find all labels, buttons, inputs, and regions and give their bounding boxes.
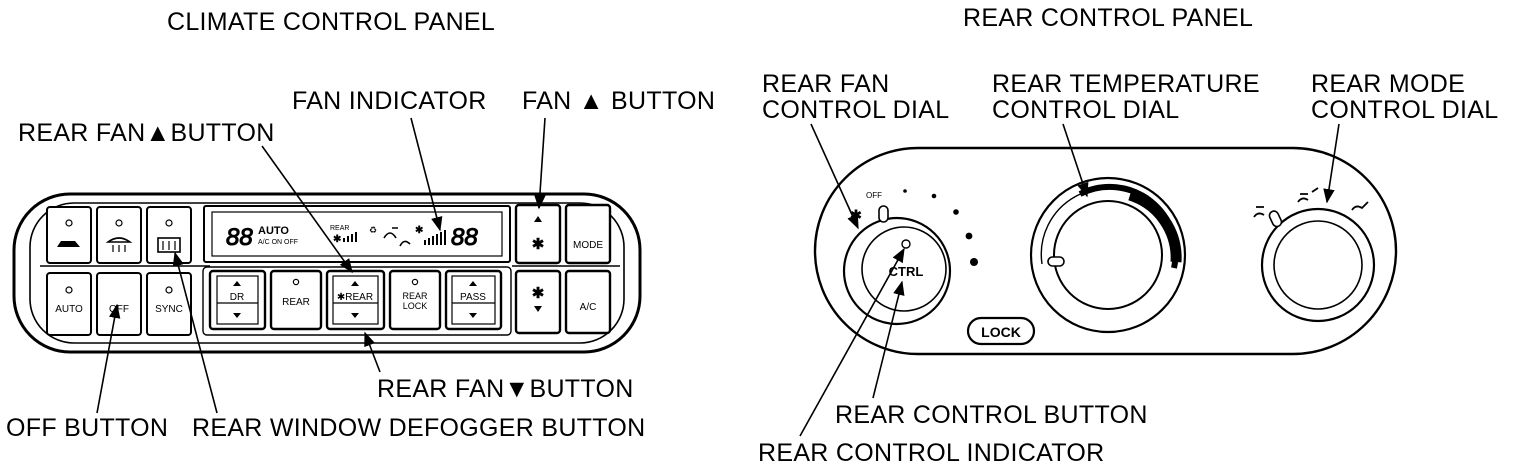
dr-label: DR (230, 292, 244, 303)
vent-mode-button[interactable] (46, 206, 92, 264)
rear-fan-down-arrow-icon (351, 313, 359, 318)
lcd-rear: REAR (330, 225, 349, 232)
rear-temp-dial-label: REAR TEMPERATURE CONTROL DIAL (992, 70, 1260, 124)
rear-fan-down-button-label: REAR FAN▼BUTTON (377, 375, 634, 403)
climate-control-panel: AUTO OFF SYNC 88 AUTO A/C ON OFF REAR ✱ (12, 192, 642, 354)
front-defrost-button[interactable] (96, 206, 142, 264)
fan-dial-off-label: OFF (866, 191, 882, 200)
mode-floor-icon (1351, 201, 1369, 211)
lcd-auto: AUTO (258, 225, 289, 237)
auto-button[interactable]: AUTO (46, 272, 92, 336)
dr-down-arrow-icon (233, 313, 241, 318)
pass-down-arrow-icon (469, 313, 477, 318)
lcd-front-fan-level-bars (424, 230, 446, 245)
pass-label: PASS (460, 292, 486, 303)
off-button-label: OFF BUTTON (6, 414, 169, 442)
lock-indicator: LOCK (966, 316, 1036, 346)
rear-button[interactable]: REAR (269, 269, 323, 331)
rear-leader-lines (799, 123, 1340, 437)
fan-icon: ✱ (532, 236, 545, 253)
lcd-rear-fan-level-bars (343, 232, 357, 242)
rear-control-button[interactable]: CTRL (889, 239, 924, 279)
sync-button[interactable]: SYNC (146, 272, 192, 336)
ctrl-button-label: CTRL (889, 264, 924, 279)
mode-bilevel-icon (1297, 187, 1319, 203)
dr-up-arrow-icon (233, 281, 241, 286)
front-defrost-icon (105, 237, 133, 243)
rear-control-indicator-label: REAR CONTROL INDICATOR (758, 439, 1105, 467)
lcd-rear-fan-icon: ✱ (333, 234, 342, 245)
rear-button-label: REAR (282, 297, 310, 308)
rear-fan-dial-label: REAR FAN CONTROL DIAL (762, 70, 950, 124)
lcd-recirc-icon: ♻ (369, 225, 377, 235)
fan-up-button-label: FAN ▲ BUTTON (522, 87, 716, 115)
car-icon (57, 241, 80, 247)
fan-down-button[interactable]: ✱ (514, 269, 562, 335)
fan-dial-pointer (878, 205, 889, 223)
driver-temp-rocker[interactable]: DR (208, 269, 267, 331)
fan-up-button[interactable]: ✱ (514, 203, 562, 265)
lcd-temp-right: 88 (451, 224, 478, 251)
rear-temperature-control-dial[interactable] (1029, 176, 1187, 334)
rear-control-panel: OFF ✱ CTRL (813, 146, 1398, 356)
climate-panel-title: CLIMATE CONTROL PANEL (167, 8, 496, 36)
climate-leader-lines (96, 117, 546, 414)
mode-button[interactable]: MODE (564, 203, 612, 265)
ac-button-label: A/C (580, 302, 597, 313)
temp-dial-pointer (1047, 256, 1065, 267)
rear-defogger-button[interactable] (146, 206, 192, 264)
rear-lock-button[interactable]: REAR LOCK (388, 269, 442, 331)
temp-scale-hot (1128, 189, 1182, 263)
pass-up-arrow-icon (469, 281, 477, 286)
rear-window-defogger-button-label: REAR WINDOW DEFOGGER BUTTON (192, 414, 646, 442)
rear-fan-rocker-label: ✱REAR (337, 292, 373, 303)
lcd-display: 88 AUTO A/C ON OFF REAR ✱ ♻ ✱ (203, 205, 511, 263)
rear-control-button-label: REAR CONTROL BUTTON (835, 401, 1148, 429)
lock-label: LOCK (981, 324, 1021, 340)
mode-face-icon (1253, 206, 1265, 218)
fan-up-arrow-icon (534, 216, 542, 222)
fan-icon: ✱ (532, 285, 545, 302)
fan-indicator-label: FAN INDICATOR (292, 87, 487, 115)
rear-fan-control-dial[interactable]: OFF ✱ (842, 189, 978, 326)
auto-button-label: AUTO (55, 304, 83, 315)
off-button-text: OFF (109, 304, 129, 315)
mode-dial-pointer (1268, 210, 1283, 228)
sync-button-label: SYNC (155, 304, 183, 315)
lcd-front-fan-icon: ✱ (415, 225, 424, 236)
rear-mode-dial-label: REAR MODE CONTROL DIAL (1311, 70, 1499, 124)
rear-mode-control-dial[interactable] (1253, 187, 1376, 323)
rear-fan-up-button-label: REAR FAN▲BUTTON (18, 119, 275, 147)
ac-button[interactable]: A/C (564, 269, 612, 335)
lcd-temp-left: 88 (226, 224, 253, 251)
passenger-temp-rocker[interactable]: PASS (444, 269, 503, 331)
mode-button-label: MODE (573, 240, 603, 251)
off-button[interactable]: OFF (96, 272, 142, 336)
rear-defogger-icon (157, 237, 181, 253)
rear-control-indicator-led (901, 239, 911, 249)
lcd-ac-on-off: A/C ON OFF (258, 239, 298, 246)
fan-down-arrow-icon (534, 306, 542, 312)
rear-lock-label-1: REAR (402, 291, 428, 301)
rear-fan-up-arrow-icon (351, 281, 359, 286)
rear-lock-label-2: LOCK (403, 301, 428, 311)
lcd-mode-icon (383, 227, 398, 239)
rear-panel-title: REAR CONTROL PANEL (963, 4, 1254, 32)
rear-fan-rocker[interactable]: ✱REAR (325, 269, 386, 331)
